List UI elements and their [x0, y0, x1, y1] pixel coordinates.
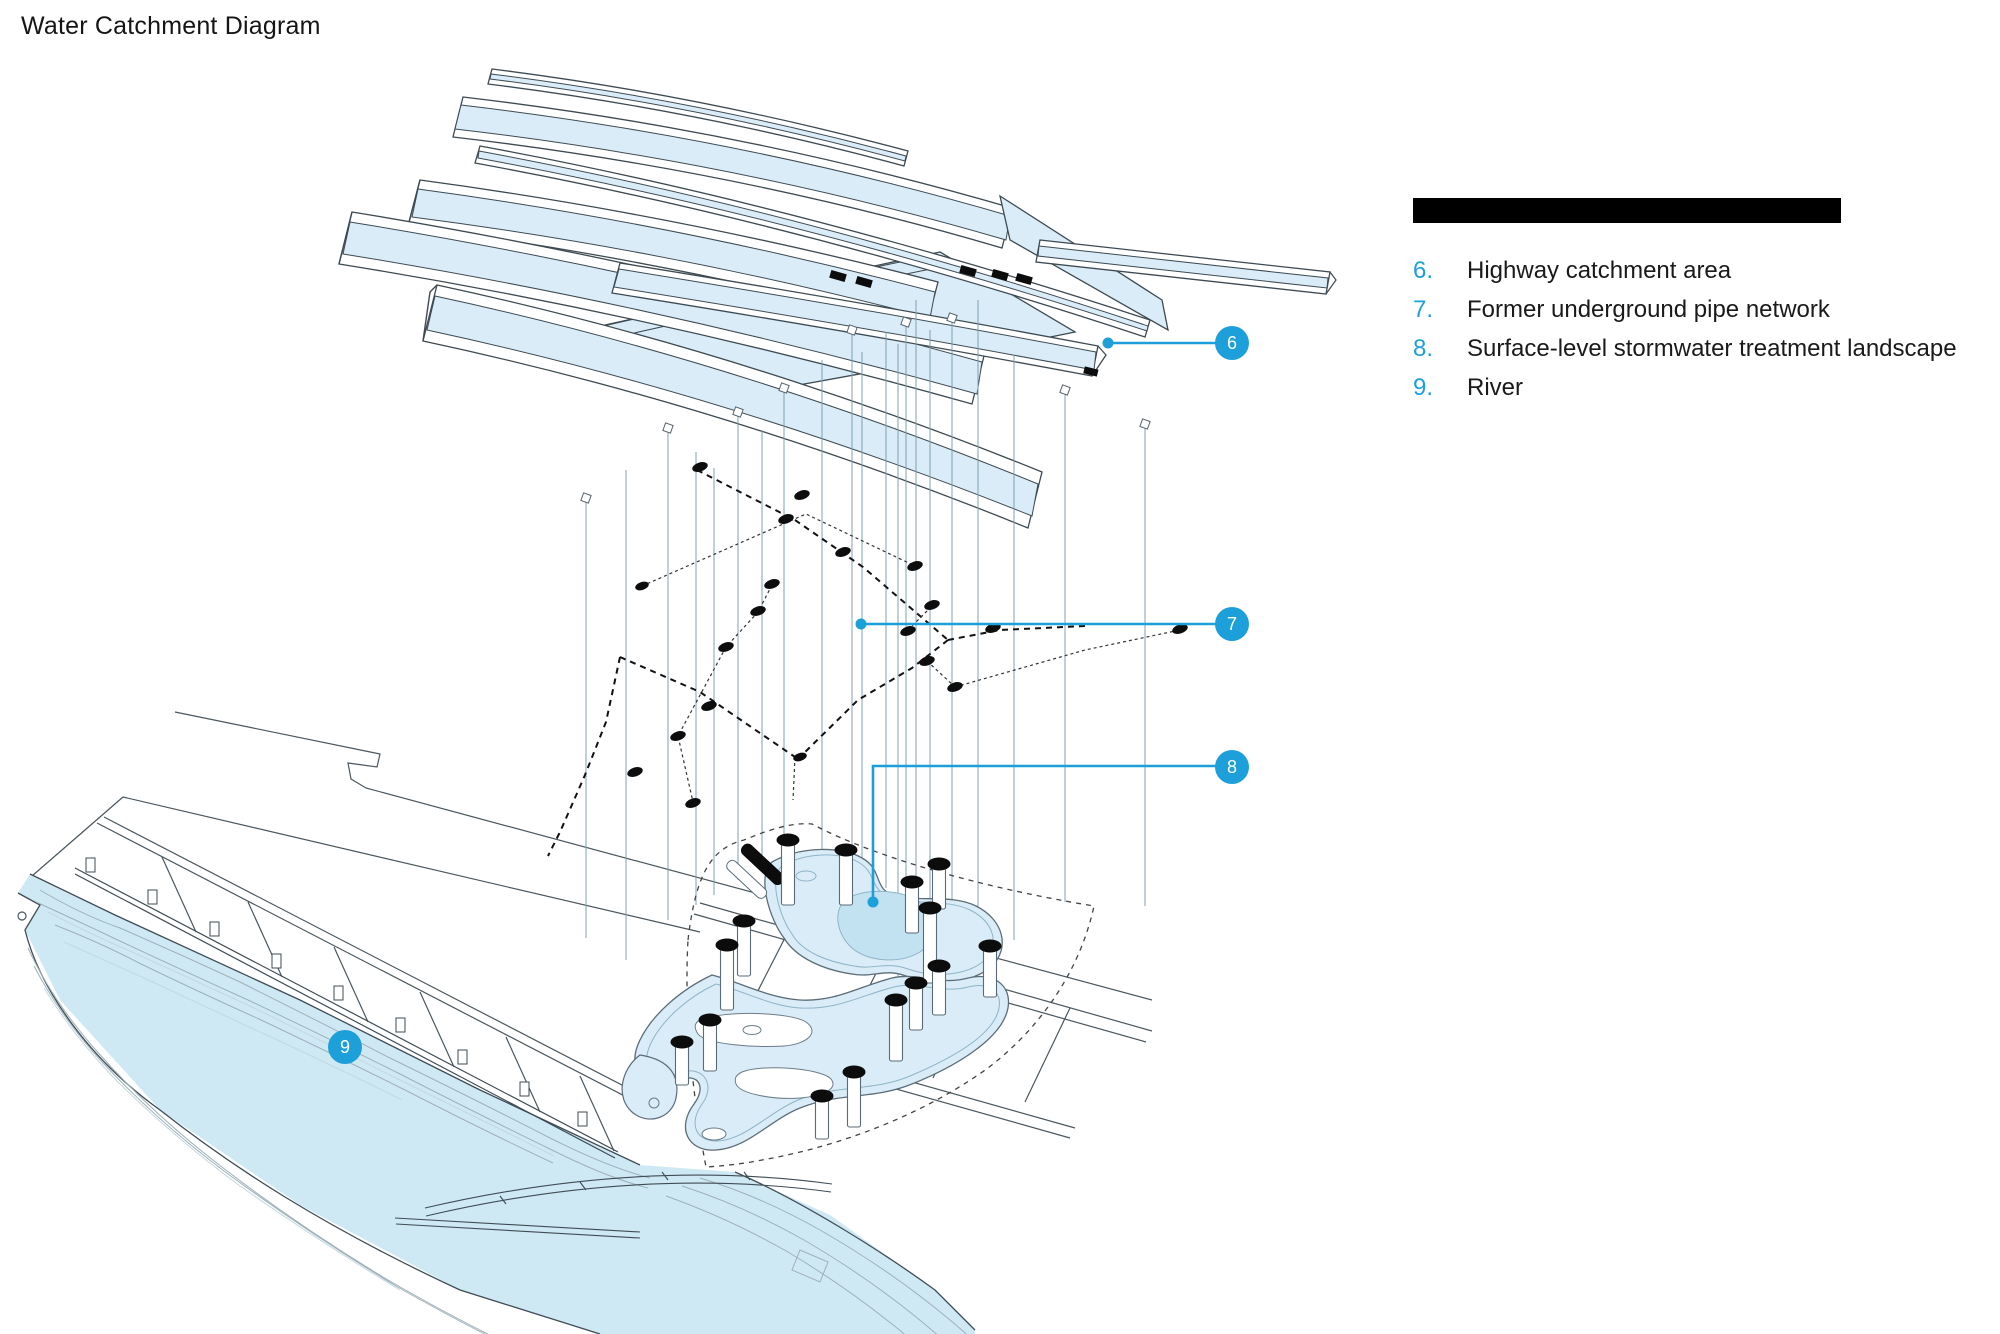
callout-badge-9: 9	[328, 1030, 362, 1064]
highway-ribbons	[338, 68, 1337, 529]
legend: 6. Highway catchment area 7. Former unde…	[1413, 198, 2000, 413]
riser-columns	[670, 833, 1002, 1140]
treatment-landscape	[621, 823, 1095, 1168]
legend-number: 7.	[1413, 296, 1434, 323]
legend-row-pipes: 7. Former underground pipe network	[1413, 296, 2000, 335]
legend-number: 6.	[1413, 257, 1434, 284]
pipe-network	[547, 462, 1188, 857]
river-water	[18, 874, 975, 1334]
seawall	[74, 857, 619, 1159]
legend-row-treatment: 8. Surface-level stormwater treatment la…	[1413, 335, 2000, 374]
bearing-pads	[829, 264, 1099, 377]
legend-label: River	[1467, 374, 1524, 401]
legend-row-highway: 6. Highway catchment area	[1413, 257, 2000, 296]
page-title: Water Catchment Diagram	[21, 12, 321, 40]
legend-number: 8.	[1413, 335, 1434, 362]
callout-badge-7: 7	[1215, 607, 1249, 641]
callout-leaders	[855, 337, 1216, 908]
walkway	[394, 1171, 833, 1239]
legend-label: Former underground pipe network	[1467, 296, 1830, 323]
legend-label: Highway catchment area	[1467, 257, 1732, 284]
pipe-nodes	[627, 462, 1188, 808]
legend-items: 6. Highway catchment area 7. Former unde…	[1413, 257, 2000, 413]
legend-row-river: 9. River	[1413, 374, 2000, 413]
callout-badge-6: 6	[1215, 326, 1249, 360]
river	[17, 857, 976, 1334]
callout-badge-8: 8	[1215, 750, 1249, 784]
legend-title-bar	[1413, 198, 1841, 223]
legend-number: 9.	[1413, 374, 1434, 401]
legend-label: Surface-level stormwater treatment lands…	[1467, 335, 1957, 362]
projection-markers	[580, 312, 1151, 504]
